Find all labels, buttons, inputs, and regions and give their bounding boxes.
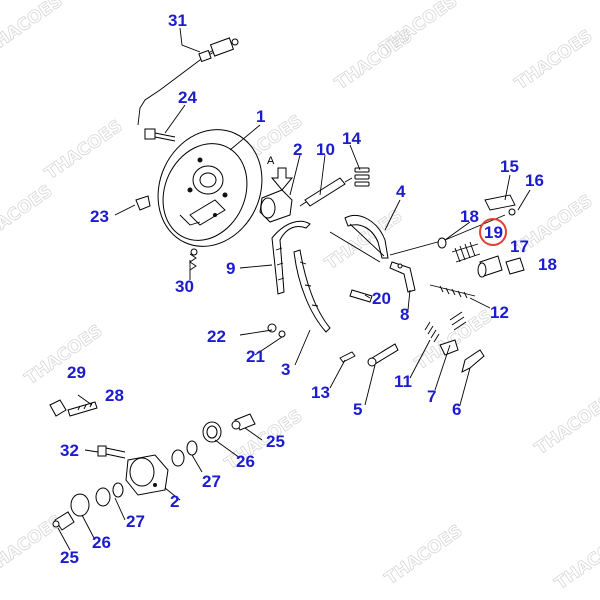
part-label-27[interactable]: 27 <box>202 472 221 491</box>
part-label-8[interactable]: 8 <box>400 305 409 324</box>
watermark: THACOES <box>531 391 600 459</box>
spring-part-11 <box>424 321 440 343</box>
bolt-part-28 <box>67 401 98 417</box>
lever-part-8 <box>389 261 416 293</box>
spring-part-30 <box>189 253 197 271</box>
part-label-21[interactable]: 21 <box>246 347 265 366</box>
view-marker-label: A <box>267 155 275 167</box>
bolt-part-32 <box>97 445 126 459</box>
part-label-10[interactable]: 10 <box>316 140 335 159</box>
cup-part-27-lower <box>95 482 124 507</box>
cup-part-27-upper <box>171 440 198 467</box>
part-label-25[interactable]: 25 <box>266 432 285 451</box>
bleeder-part-29 <box>49 399 67 417</box>
part-label-16[interactable]: 16 <box>525 171 544 190</box>
watermark: THACOES <box>551 526 600 594</box>
boot-part-25-upper <box>231 413 256 431</box>
part-label-24[interactable]: 24 <box>178 88 197 107</box>
clip-part-23 <box>135 195 151 211</box>
part-label-32[interactable]: 32 <box>60 441 79 460</box>
watermark: THACOES <box>0 0 66 59</box>
spring-part-13 <box>339 351 356 363</box>
part-label-1[interactable]: 1 <box>256 107 265 126</box>
bolt-part-24 <box>144 128 176 142</box>
lever-part-6 <box>461 349 485 373</box>
part-label-18[interactable]: 18 <box>460 207 479 226</box>
spring-part-14 <box>354 167 370 187</box>
view-arrow-a: A <box>267 155 294 191</box>
brake-shoe-part-3 <box>293 249 331 333</box>
part-label-13[interactable]: 13 <box>311 383 330 402</box>
part-label-6[interactable]: 6 <box>452 400 461 419</box>
cable-part-31 <box>137 37 239 126</box>
brake-shoe-part-9 <box>271 220 311 295</box>
part-label-14[interactable]: 14 <box>342 129 361 148</box>
leader-lines <box>57 27 531 551</box>
watermark: THACOES <box>511 26 596 94</box>
boot-part-25-lower <box>52 511 75 531</box>
adjuster-part-10 <box>299 177 353 207</box>
wheel-cylinder-part-2 <box>259 189 293 223</box>
part-label-5[interactable]: 5 <box>353 400 362 419</box>
part-label-11[interactable]: 11 <box>394 372 412 391</box>
watermark: THACOES <box>41 116 126 184</box>
part-label-2[interactable]: 2 <box>293 140 302 159</box>
sleeve-part-17 <box>477 255 503 278</box>
part-label-26[interactable]: 26 <box>236 452 255 471</box>
brake-shoe-part-4 <box>329 214 506 263</box>
watermark: THACOES <box>21 321 106 389</box>
nut-part-18-upper <box>437 237 447 249</box>
part-label-23[interactable]: 23 <box>90 207 109 226</box>
part-label-18[interactable]: 18 <box>538 255 557 274</box>
highlight-circle <box>479 218 507 246</box>
part-label-3[interactable]: 3 <box>281 360 290 379</box>
watermark: THACOES <box>0 181 56 249</box>
part-label-19[interactable]: 19 <box>484 223 503 242</box>
nut-part-18-lower <box>505 257 525 275</box>
spring-part-19 <box>451 241 481 263</box>
part-label-29[interactable]: 29 <box>67 363 86 382</box>
part-label-28[interactable]: 28 <box>105 386 124 405</box>
part-label-7[interactable]: 7 <box>427 387 436 406</box>
part-label-22[interactable]: 22 <box>207 327 226 346</box>
part-label-30[interactable]: 30 <box>175 277 194 296</box>
part-drawings: A <box>49 37 525 531</box>
wheel-cylinder-part-2-lower <box>125 454 169 496</box>
lever-part-20 <box>349 289 373 303</box>
part-label-20[interactable]: 20 <box>372 289 391 308</box>
part-label-15[interactable]: 15 <box>500 157 519 176</box>
part-label-31[interactable]: 31 <box>168 11 187 30</box>
part-labels: 31 24 1 2 10 14 15 16 4 18 19 17 18 23 9… <box>60 11 557 567</box>
watermark: THACOES <box>221 406 306 474</box>
part-label-9[interactable]: 9 <box>226 259 235 278</box>
part-label-12[interactable]: 12 <box>490 303 509 322</box>
adjuster-part-5 <box>367 343 399 367</box>
part-label-25[interactable]: 25 <box>60 548 79 567</box>
watermark: THACOES <box>331 26 416 94</box>
backing-plate-part-1 <box>157 129 263 256</box>
cable-end-part-15 <box>484 194 516 216</box>
part-label-2[interactable]: 2 <box>170 492 179 511</box>
spring-part-12 <box>429 284 476 299</box>
part-label-26[interactable]: 26 <box>92 533 111 552</box>
part-label-27[interactable]: 27 <box>126 512 145 531</box>
watermark: THACOES <box>381 521 466 589</box>
piston-part-26-lower <box>70 493 90 517</box>
part-label-17[interactable]: 17 <box>510 237 529 256</box>
piston-part-26-upper <box>202 421 222 443</box>
part-label-4[interactable]: 4 <box>396 182 406 201</box>
